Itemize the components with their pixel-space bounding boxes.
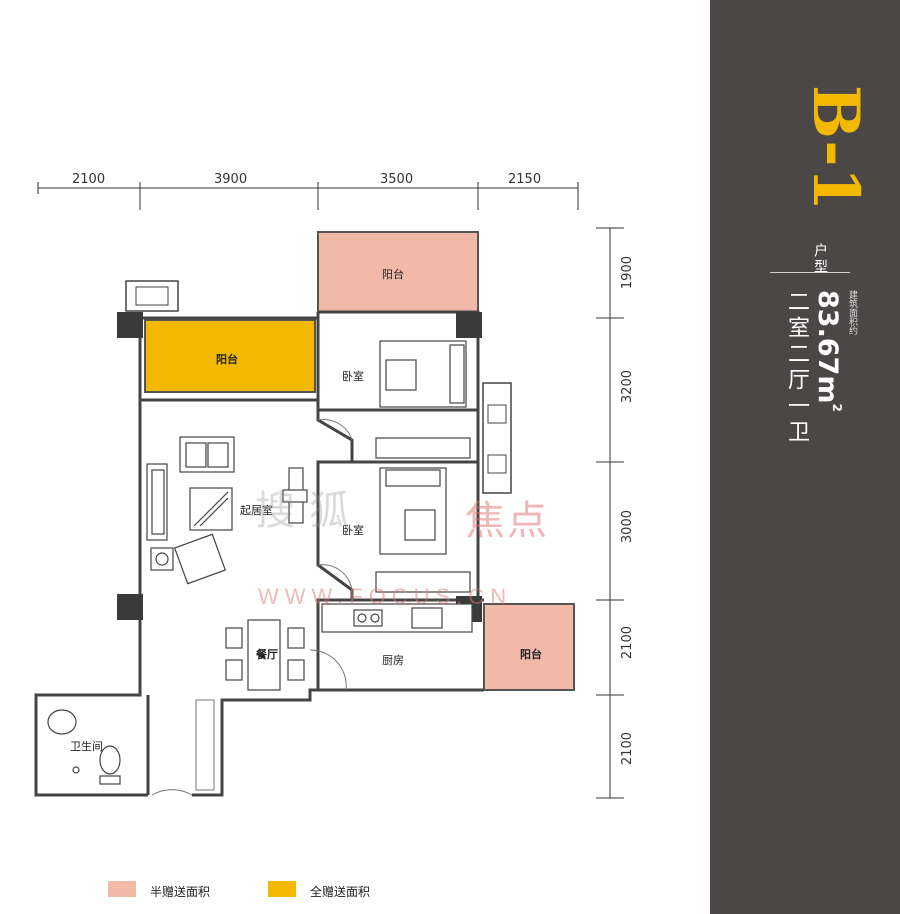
area-value: 83.67m2 bbox=[812, 290, 844, 412]
living-furniture bbox=[146, 436, 308, 585]
dimension-top-2: 3900 bbox=[214, 172, 248, 187]
watermark-text: 搜狐 bbox=[255, 488, 363, 534]
dimension-right-4: 2100 bbox=[620, 626, 635, 660]
dimension-top-4: 2150 bbox=[508, 172, 542, 187]
room-kitchen: 厨房 bbox=[382, 654, 404, 667]
dimension-right-1: 1900 bbox=[620, 256, 635, 290]
top-dimension-line bbox=[37, 182, 579, 210]
unit-code: B-1 bbox=[798, 85, 862, 211]
dimension-right-5: 2100 bbox=[620, 732, 635, 766]
room-bathroom: 卫生间 bbox=[70, 740, 103, 753]
bathroom-fixtures bbox=[47, 709, 121, 785]
layout-description: 二室二厅一卫 bbox=[784, 290, 809, 446]
kitchen-fixtures bbox=[321, 603, 473, 633]
floor-plan bbox=[34, 182, 624, 799]
balcony-top-fill bbox=[317, 231, 479, 313]
legend-full-label: 全赠送面积 bbox=[310, 885, 371, 899]
room-balcony-right: 阳台 bbox=[520, 648, 542, 661]
watermark-url: WWW.FOCUS.CN bbox=[258, 584, 513, 609]
dimension-top-1: 2100 bbox=[72, 172, 106, 187]
room-dining: 餐厅 bbox=[256, 648, 278, 661]
dining-furniture bbox=[225, 619, 305, 691]
room-living: 起居室 bbox=[240, 504, 273, 517]
side-unit-box bbox=[482, 382, 512, 494]
dimension-right-3: 3000 bbox=[620, 510, 635, 544]
unit-type-label: 户型 bbox=[812, 243, 828, 275]
unit-code-logo: B-1 bbox=[798, 85, 862, 211]
legend-full-swatch bbox=[268, 881, 296, 897]
balcony-left-fill bbox=[144, 319, 316, 393]
right-dimension-line bbox=[596, 227, 624, 799]
legend-half-swatch bbox=[108, 881, 136, 897]
watermark-brand: 焦点 bbox=[465, 498, 549, 544]
room-bedroom-1: 卧室 bbox=[342, 370, 364, 383]
balcony-right-fill bbox=[483, 603, 575, 691]
ac-unit-box bbox=[125, 280, 179, 312]
info-panel bbox=[710, 0, 900, 914]
room-bedroom-2: 卧室 bbox=[342, 524, 364, 537]
legend-half-label: 半赠送面积 bbox=[150, 885, 211, 899]
room-balcony-top: 阳台 bbox=[382, 268, 404, 281]
room-balcony-left: 阳台 bbox=[216, 353, 238, 366]
dimension-right-2: 3200 bbox=[620, 370, 635, 404]
doors bbox=[151, 419, 353, 796]
bedroom-furniture bbox=[375, 340, 471, 593]
dimension-top-3: 3500 bbox=[380, 172, 414, 187]
panel-separator bbox=[770, 272, 850, 273]
area-label: 建筑面积约 bbox=[847, 290, 857, 335]
